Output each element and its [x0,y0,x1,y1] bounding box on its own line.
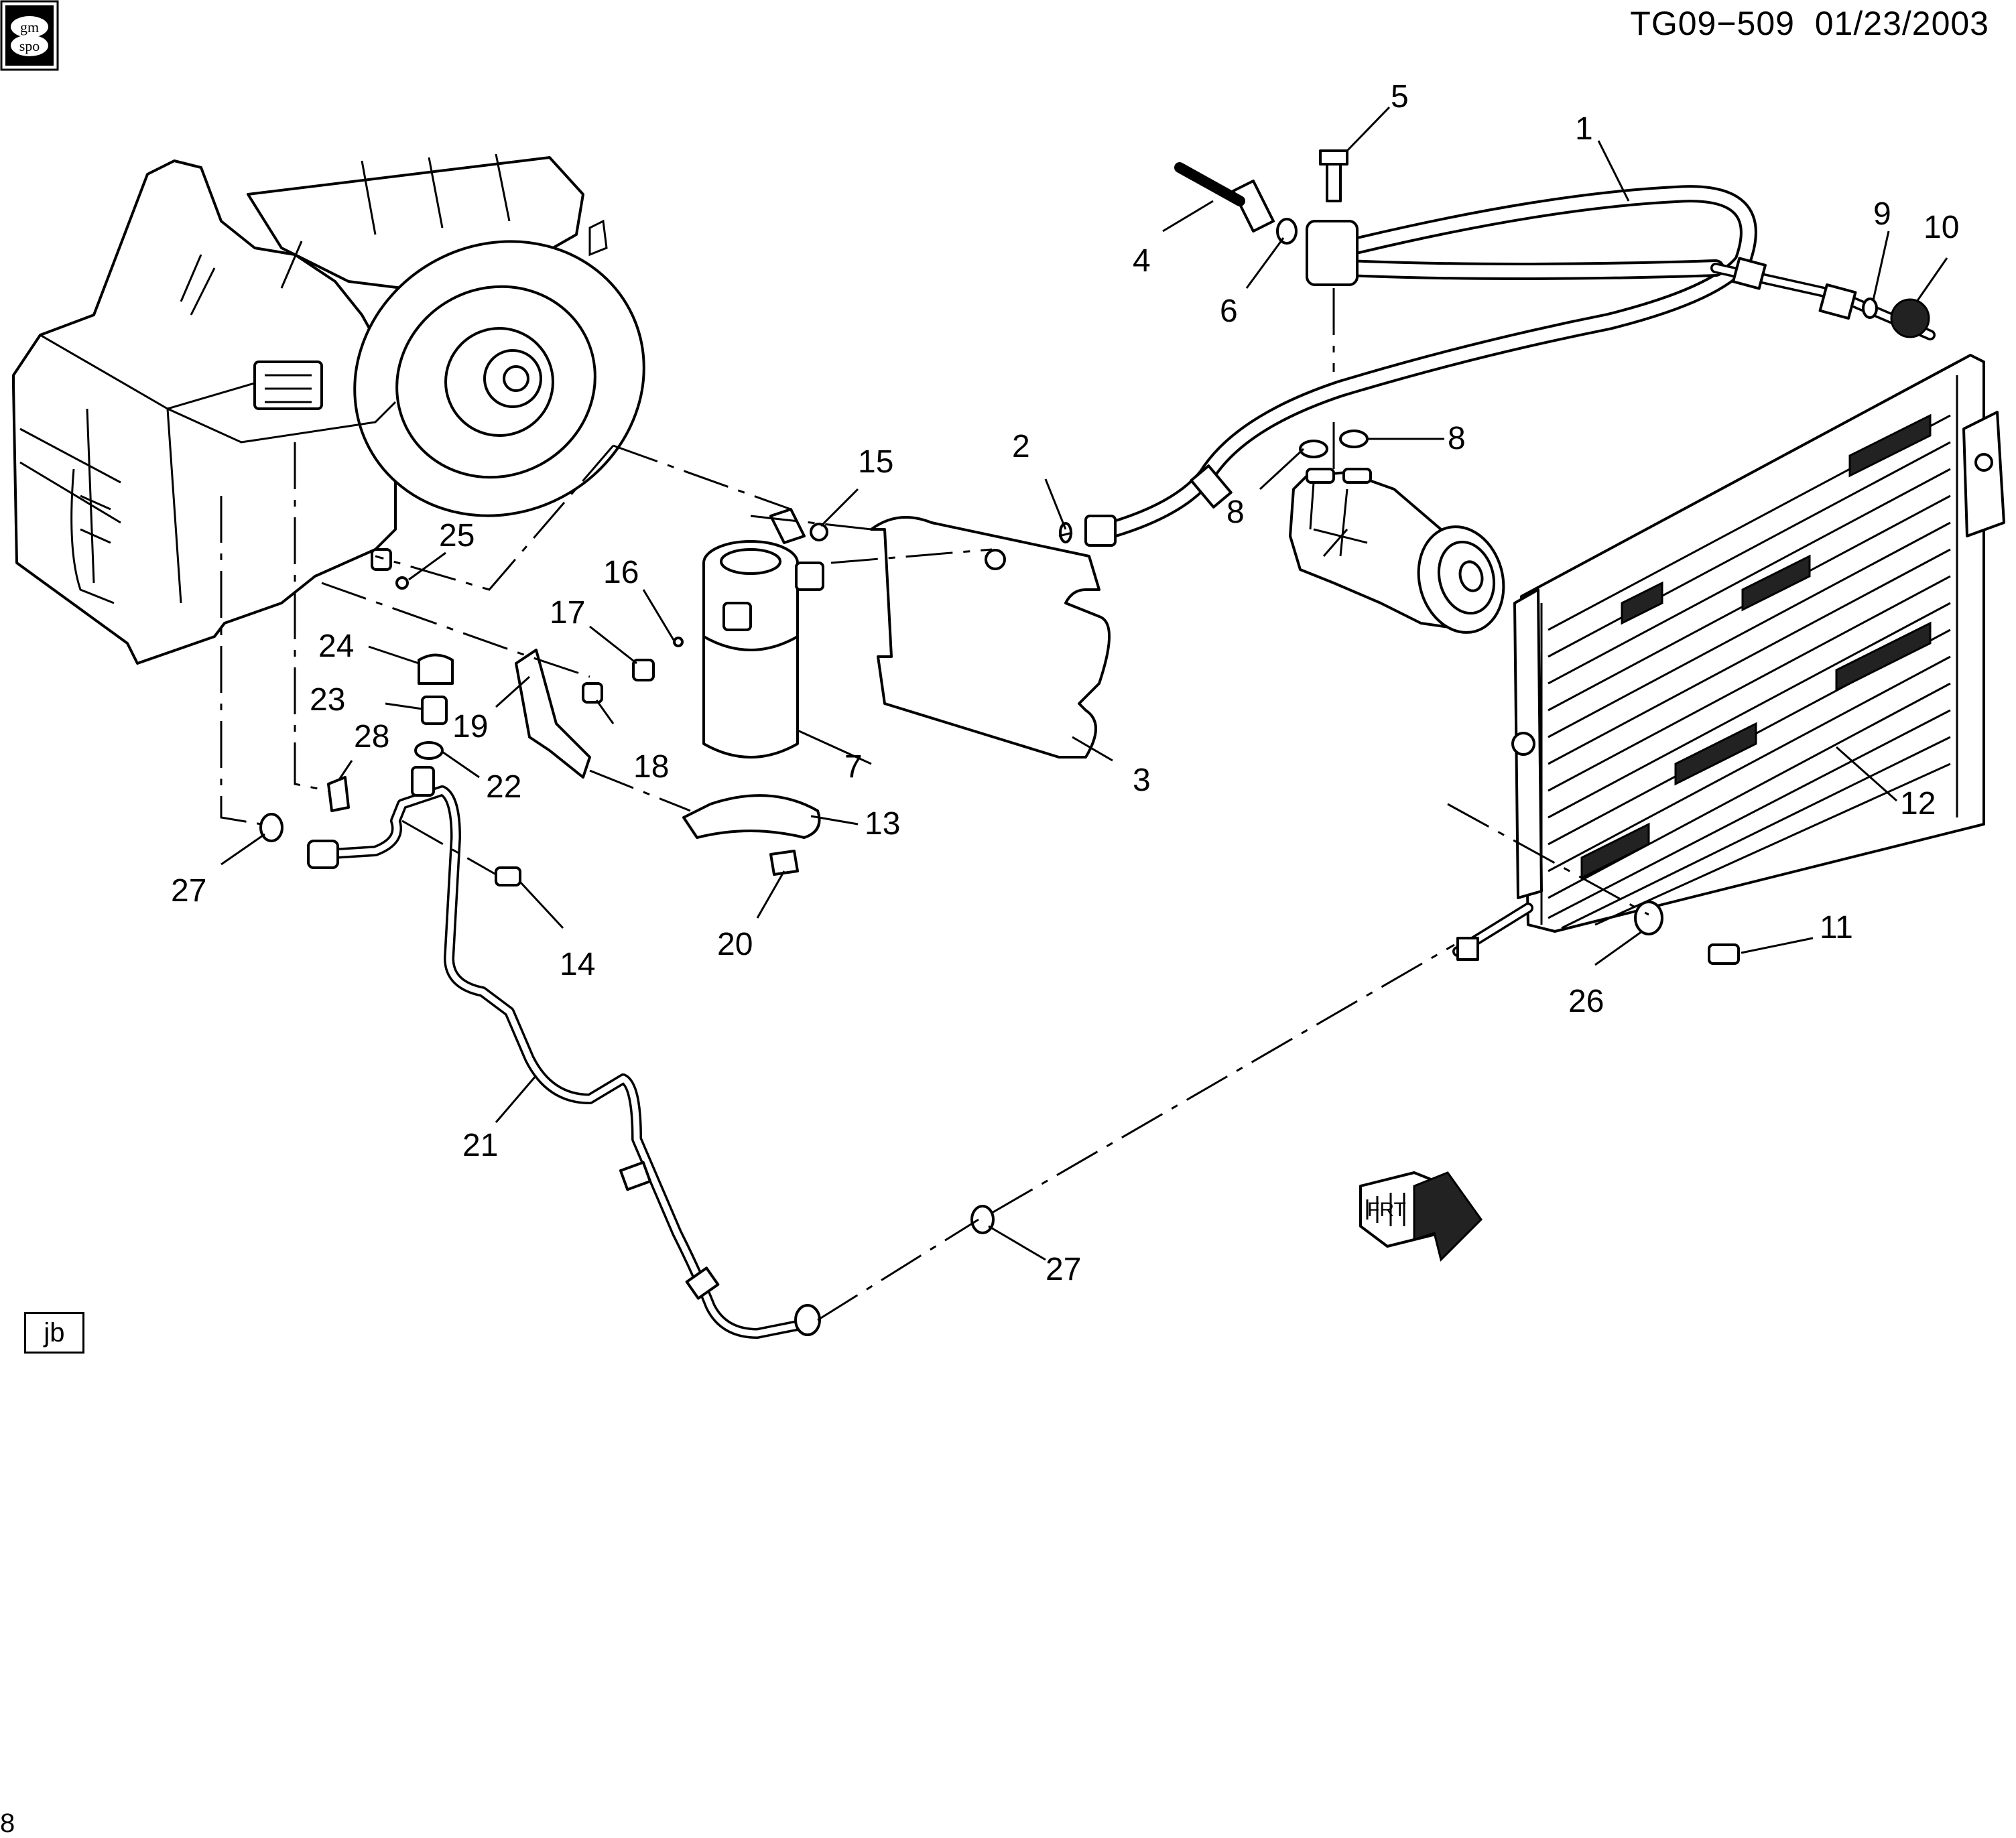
callout-22: 22 [486,769,521,805]
callout-16: 16 [603,555,639,590]
callout-9: 9 [1873,196,1891,232]
heat-shield-hole [985,549,1006,570]
bolt-5-head [1319,149,1348,166]
seal-8b [1339,430,1369,448]
ac-compressor [1289,468,1505,634]
bushing-26 [1634,901,1663,935]
hose-assembly [1084,185,1936,547]
callout-leaders [220,106,1948,1261]
seal-27b [970,1205,995,1234]
port-4 [1174,162,1245,206]
callout-13: 13 [865,806,900,842]
seal-27a [259,813,284,842]
bolt-11 [1708,943,1740,965]
callout-27b: 27 [1046,1252,1081,1287]
document-date: 01/23/2003 [1814,5,1989,42]
front-direction-label: FRT [1367,1199,1406,1221]
document-id: TG09−509 01/23/2003 [1630,4,1989,43]
clamp-13 [682,794,821,839]
callout-8a: 8 [1226,495,1245,530]
callout-25: 25 [439,518,475,553]
seal-8a [1299,440,1328,458]
initials-badge: jb [24,1312,84,1354]
assembly-lines [220,288,1649,1321]
nut-15 [810,523,828,541]
seal-10 [1890,298,1930,338]
callout-5: 5 [1391,79,1409,115]
callout-10: 10 [1924,210,1959,245]
callout-18: 18 [633,749,669,785]
cap-4 [1232,180,1275,233]
callout-17: 17 [550,595,585,631]
seal-9 [1862,298,1878,319]
callout-14: 14 [560,947,595,982]
condenser [1511,354,2005,933]
callout-labels: 1 2 3 4 5 6 7 8 8 9 10 11 12 13 14 15 16… [171,79,1959,1287]
callout-8b: 8 [1448,421,1466,456]
seal-25 [395,576,409,590]
callout-19: 19 [452,709,488,744]
gmspo-logo-icon: gm spo [0,0,59,71]
callout-26: 26 [1568,984,1604,1019]
bolt-14 [495,866,521,887]
callout-3: 3 [1133,763,1151,798]
corner-page-mark: 8 [0,1809,15,1838]
seal-6 [1276,218,1298,245]
callout-27a: 27 [171,873,206,909]
callout-28: 28 [354,719,389,754]
document-code: TG09−509 [1630,5,1795,42]
accumulator-drier [702,540,824,759]
callout-21: 21 [462,1128,498,1163]
callout-2: 2 [1012,429,1030,464]
condenser-inlet-fitting [1456,937,1479,961]
logo-text-top: gm [20,19,39,36]
clip-28 [327,776,350,812]
seal-22 [414,741,444,760]
callout-4: 4 [1133,243,1151,279]
fitting-17 [632,659,655,681]
callout-1: 1 [1575,111,1593,147]
bolt-18 [582,682,603,704]
hvac-module-assembly [12,153,645,665]
oring-16 [673,637,684,647]
switch-23 [421,696,448,725]
callout-23: 23 [310,682,345,718]
callout-20: 20 [717,927,753,962]
callout-6: 6 [1220,293,1238,329]
front-direction-arrow-icon: FRT [1359,1171,1483,1262]
callout-15: 15 [858,444,893,480]
bolt-20 [769,850,799,876]
liquid-line [307,766,821,1339]
fitting-25 [371,548,392,571]
cap-24 [418,653,454,685]
bracket-15 [769,508,806,544]
bracket-19 [515,649,591,779]
callout-24: 24 [318,629,354,664]
callout-11: 11 [1820,910,1853,945]
callout-12: 12 [1900,786,1936,822]
heat-shield [870,516,1111,759]
logo-text-bottom: spo [19,38,40,54]
callout-7: 7 [844,749,863,785]
